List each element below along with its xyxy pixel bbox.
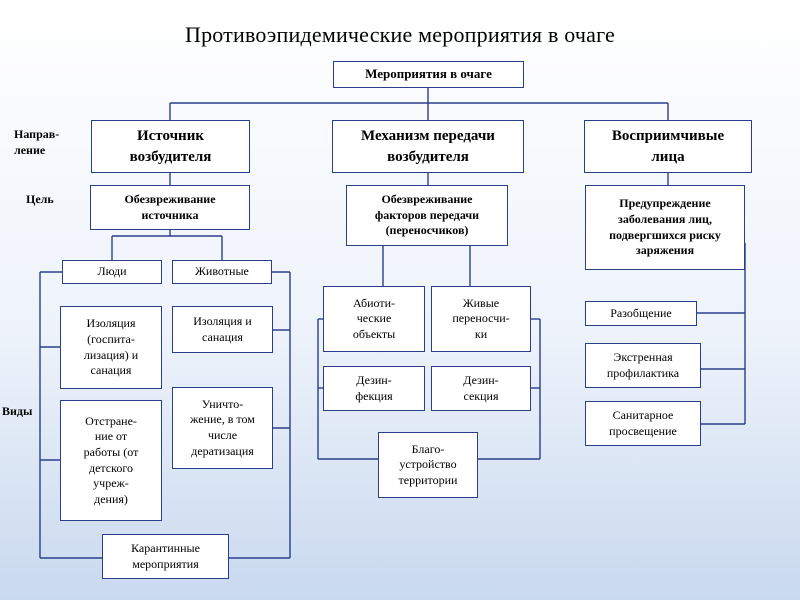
label-kinds: Виды: [2, 404, 33, 418]
emergency-prophylaxis-box: Экстренная профилактика: [585, 343, 701, 388]
disinfection-box: Дезин- фекция: [323, 366, 425, 411]
isolation-animals-box: Изоляция и санация: [172, 306, 273, 353]
direction-mechanism-box: Механизм передачи возбудителя: [332, 120, 524, 173]
people-box: Люди: [62, 260, 162, 284]
direction-susceptible-box: Восприимчивые лица: [584, 120, 752, 173]
root-box: Мероприятия в очаге: [333, 61, 524, 88]
disinsection-box: Дезин- секция: [431, 366, 531, 411]
live-vectors-box: Живые переносчи- ки: [431, 286, 531, 352]
territory-improvement-box: Благо- устройство территории: [378, 432, 478, 498]
isolation-people-box: Изоляция (госпита- лизация) и санация: [60, 306, 162, 389]
removal-from-work-box: Отстране- ние от работы (от детского учр…: [60, 400, 162, 521]
goal-susceptible-box: Предупреждение заболевания лиц, подвергш…: [585, 185, 745, 270]
goal-mechanism-box: Обезвреживание факторов передачи (перено…: [346, 185, 508, 246]
sanitary-education-box: Санитарное просвещение: [585, 401, 701, 446]
destruction-box: Уничто- жение, в том числе дератизация: [172, 387, 273, 469]
label-direction: Направ- ление: [14, 127, 60, 157]
quarantine-box: Карантинные мероприятия: [102, 534, 229, 579]
abiotic-objects-box: Абиоти- ческие объекты: [323, 286, 425, 352]
goal-source-box: Обезвреживание источника: [90, 185, 250, 230]
label-goal: Цель: [26, 192, 54, 206]
direction-source-box: Источник возбудителя: [91, 120, 250, 173]
animals-box: Животные: [172, 260, 272, 284]
separation-box: Разобщение: [585, 301, 697, 326]
page-title: Противоэпидемические мероприятия в очаге: [184, 22, 615, 47]
